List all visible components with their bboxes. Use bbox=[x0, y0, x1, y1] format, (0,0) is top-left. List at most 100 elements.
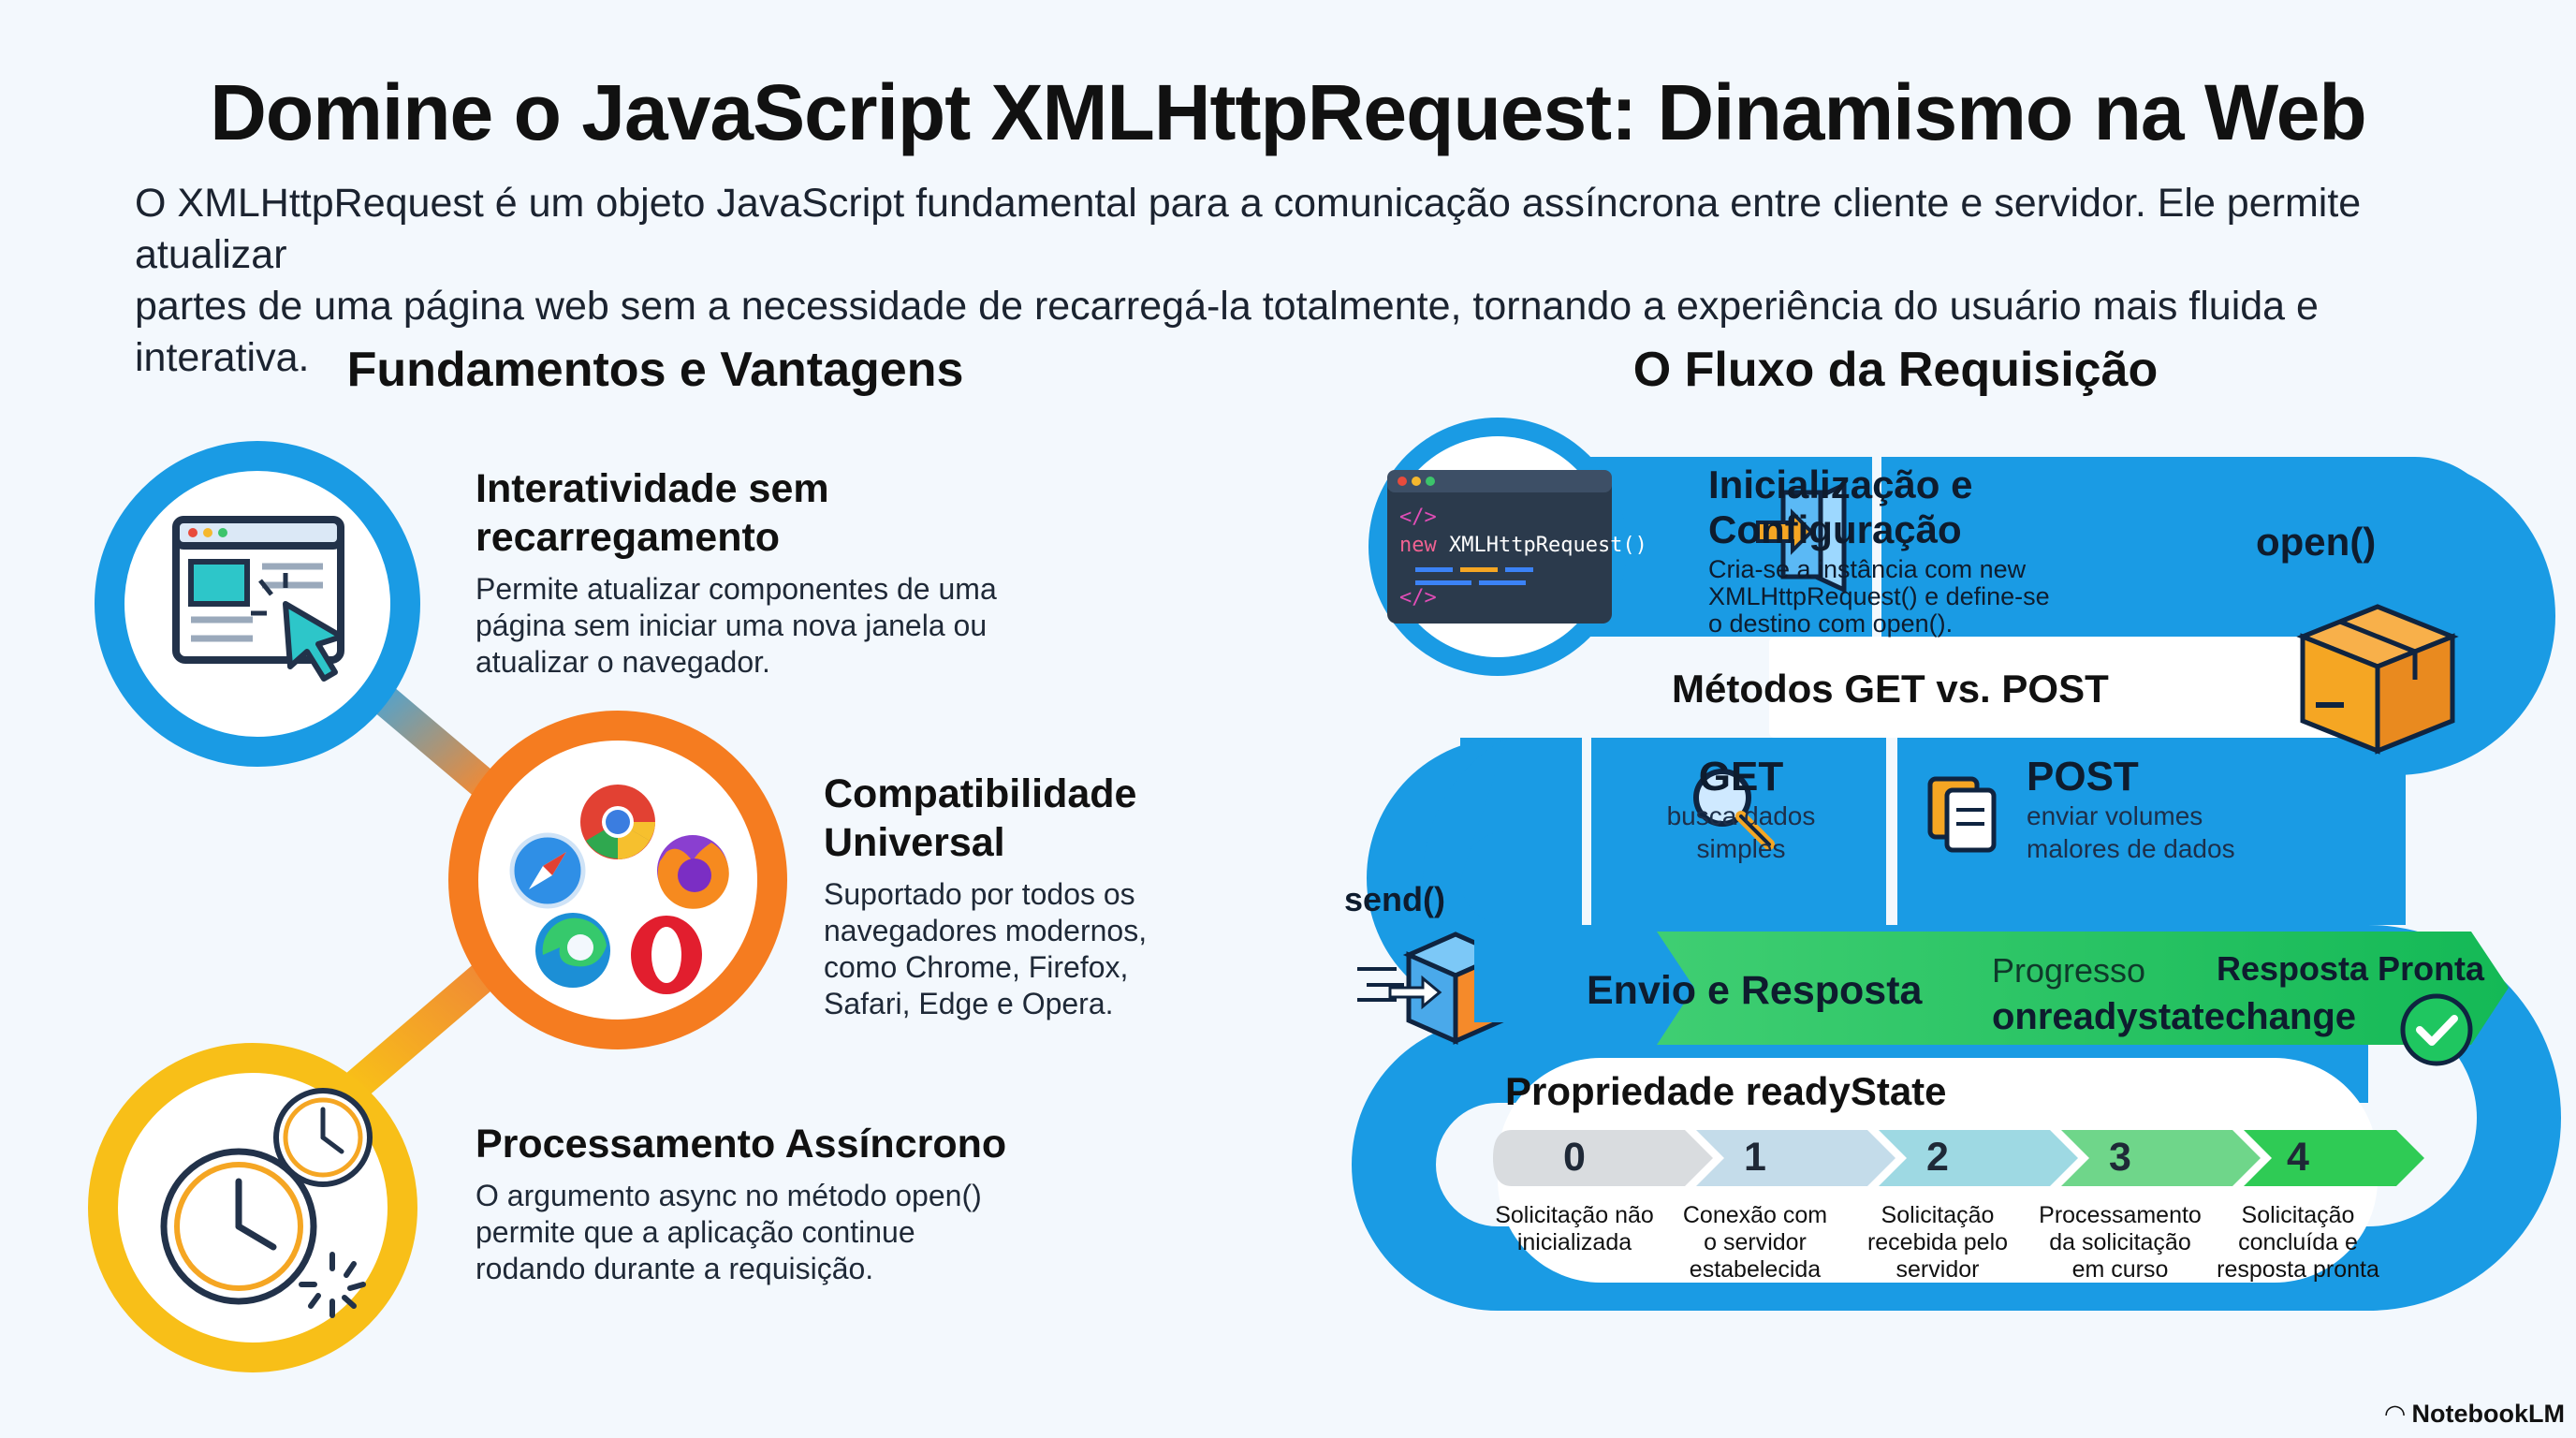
feature-title: Compatibilidade bbox=[824, 771, 1137, 816]
readystate-desc-line: Conexão com bbox=[1682, 1202, 1828, 1228]
readystate-desc-line: o servidor bbox=[1704, 1229, 1807, 1255]
readystate-num-2: 2 bbox=[1926, 1135, 1949, 1180]
intro-line-1: O XMLHttpRequest é um objeto JavaScript … bbox=[135, 181, 2362, 277]
readystate-step-2 bbox=[1879, 1130, 2078, 1186]
feature-desc: página sem iniciar uma nova janela ou bbox=[476, 609, 988, 642]
readystate-desc-4: Solicitação concluída e resposta pronta bbox=[2204, 1202, 2392, 1284]
feature-desc: rodando durante a requisição. bbox=[476, 1252, 874, 1285]
readystate-steps bbox=[1493, 1130, 2424, 1186]
feature-desc: Suportado por todos os bbox=[824, 877, 1135, 911]
open-label: open() bbox=[2256, 520, 2377, 564]
readystate-desc-1: Conexão com o servidor estabelecida bbox=[1661, 1202, 1849, 1284]
readystate-desc-line: recebida pelo bbox=[1866, 1229, 2009, 1255]
code-tag-open: </> bbox=[1399, 506, 1437, 529]
opera-icon bbox=[631, 916, 702, 994]
readystate-num-0: 0 bbox=[1563, 1135, 1586, 1180]
feature-title: Processamento Assíncrono bbox=[476, 1122, 1007, 1167]
feature-desc: Safari, Edge e Opera. bbox=[824, 987, 1114, 1020]
post-block: POST enviar volumes malores de dados bbox=[2027, 755, 2307, 865]
readystate-desc-line: estabelecida bbox=[1689, 1256, 1822, 1283]
intro-line-2: partes de uma página web sem a necessida… bbox=[135, 284, 2319, 380]
post-desc: enviar volumes bbox=[2027, 801, 2203, 830]
readystate-desc-0: Solicitação não inicializada bbox=[1481, 1202, 1668, 1256]
feature-assincrono: Processamento Assíncrono O argumento asy… bbox=[476, 1120, 1006, 1287]
readystate-num-4: 4 bbox=[2287, 1135, 2309, 1180]
readystate-num-1: 1 bbox=[1744, 1135, 1766, 1180]
readystate-desc-line: servidor bbox=[1895, 1256, 1980, 1283]
readystate-desc-line: resposta pronta bbox=[2217, 1256, 2379, 1283]
chrome-icon bbox=[580, 785, 655, 859]
post-title: POST bbox=[2027, 754, 2139, 800]
get-desc: busca dados bbox=[1666, 801, 1816, 830]
safari-icon bbox=[509, 832, 586, 909]
magnifier-icon bbox=[1693, 769, 1775, 850]
readystate-desc-line: Processamento bbox=[2039, 1202, 2202, 1228]
page-title: Domine o JavaScript XMLHttpRequest: Dina… bbox=[210, 68, 2367, 156]
readystate-step-1 bbox=[1696, 1130, 1895, 1186]
door-arrow-icon bbox=[1756, 481, 1847, 594]
check-circle-icon bbox=[2400, 993, 2473, 1066]
features-graphic bbox=[88, 441, 787, 1372]
readystate-desc-line: Solicitação não bbox=[1495, 1202, 1654, 1228]
methods-title: Métodos GET vs. POST bbox=[1672, 667, 2109, 711]
feature-desc: atualizar o navegador. bbox=[476, 645, 770, 679]
code-snippet: </> new XMLHttpRequest() </> bbox=[1399, 504, 1647, 612]
notebooklm-logo-icon: ◠ bbox=[2385, 1400, 2405, 1428]
readystate-desc-line: concluída e bbox=[2238, 1229, 2358, 1255]
loading-spinner-icon bbox=[299, 1252, 366, 1318]
feature-desc: permite que a aplicação continue bbox=[476, 1215, 915, 1249]
readystate-title: Propriedade readyState bbox=[1505, 1069, 1947, 1113]
readystate-desc-line: Solicitação bbox=[1881, 1202, 1995, 1228]
browsers-icon bbox=[448, 711, 787, 1049]
get-desc: simples bbox=[1696, 834, 1786, 863]
code-tag-close: </> bbox=[1399, 586, 1437, 609]
readystate-num-3: 3 bbox=[2109, 1135, 2131, 1180]
brand-label: NotebookLM bbox=[2411, 1400, 2565, 1428]
readystate-step-0 bbox=[1493, 1130, 1713, 1186]
progress-label: Progresso bbox=[1992, 951, 2146, 990]
ready-label: Resposta Pronta bbox=[2217, 949, 2485, 988]
init-desc: XMLHttpRequest() e define-se bbox=[1708, 582, 2050, 610]
files-icon bbox=[1927, 776, 1997, 853]
edge-icon bbox=[535, 913, 610, 988]
feature-title: Interatividade sem bbox=[476, 466, 829, 511]
code-function: XMLHttpRequest() bbox=[1449, 534, 1647, 557]
readystate-step-3 bbox=[2061, 1130, 2261, 1186]
readystate-desc-line: da solicitação bbox=[2049, 1229, 2191, 1255]
feature-desc: como Chrome, Firefox, bbox=[824, 950, 1129, 984]
feature-title: Universal bbox=[824, 820, 1005, 865]
get-title: GET bbox=[1698, 754, 1784, 800]
notebooklm-badge: ◠ NotebookLM bbox=[2385, 1400, 2565, 1429]
feature-desc: Permite atualizar componentes de uma bbox=[476, 572, 997, 606]
code-editor-icon bbox=[1368, 418, 1627, 676]
browser-window-cursor-icon bbox=[95, 441, 420, 767]
clocks-icon bbox=[88, 1043, 417, 1372]
readystate-step-4 bbox=[2244, 1130, 2424, 1186]
send-label: send() bbox=[1344, 880, 1445, 918]
init-title: Inicialização e bbox=[1708, 462, 1973, 506]
readystate-desc-line: Solicitação bbox=[2241, 1202, 2355, 1228]
feature-title: recarregamento bbox=[476, 515, 781, 560]
init-block: Inicialização e Configuração Cria-se a i… bbox=[1708, 462, 2101, 638]
package-box-icon bbox=[2296, 604, 2459, 755]
post-desc: malores de dados bbox=[2027, 834, 2235, 863]
init-desc: Cria-se a instância com new bbox=[1708, 555, 2027, 583]
feature-desc: O argumento async no método open() bbox=[476, 1179, 982, 1212]
event-label: onreadystatechange bbox=[1992, 996, 2357, 1037]
envio-chevron bbox=[1474, 936, 1704, 1022]
readystate-desc-line: em curso bbox=[2071, 1256, 2169, 1283]
right-section-title: O Fluxo da Requisição bbox=[1632, 343, 2159, 397]
readystate-desc-line: inicializada bbox=[1516, 1229, 1632, 1255]
envio-label: Envio e Resposta bbox=[1587, 968, 1923, 1013]
feature-compatibilidade: Compatibilidade Universal Suportado por … bbox=[824, 770, 1147, 1022]
connector-line bbox=[340, 958, 503, 1102]
firefox-icon bbox=[657, 835, 729, 909]
request-flow-graphic bbox=[1352, 418, 2561, 1311]
progress-bar bbox=[1657, 932, 2509, 1045]
left-section-title: Fundamentos e Vantagens bbox=[346, 343, 964, 397]
readystate-desc-3: Processamento da solicitação em curso bbox=[2027, 1202, 2214, 1284]
intro-text: O XMLHttpRequest é um objeto JavaScript … bbox=[135, 178, 2456, 384]
init-desc: o destino com open(). bbox=[1708, 609, 1954, 638]
code-keyword: new bbox=[1399, 534, 1437, 557]
init-title: Configuração bbox=[1708, 507, 1962, 551]
